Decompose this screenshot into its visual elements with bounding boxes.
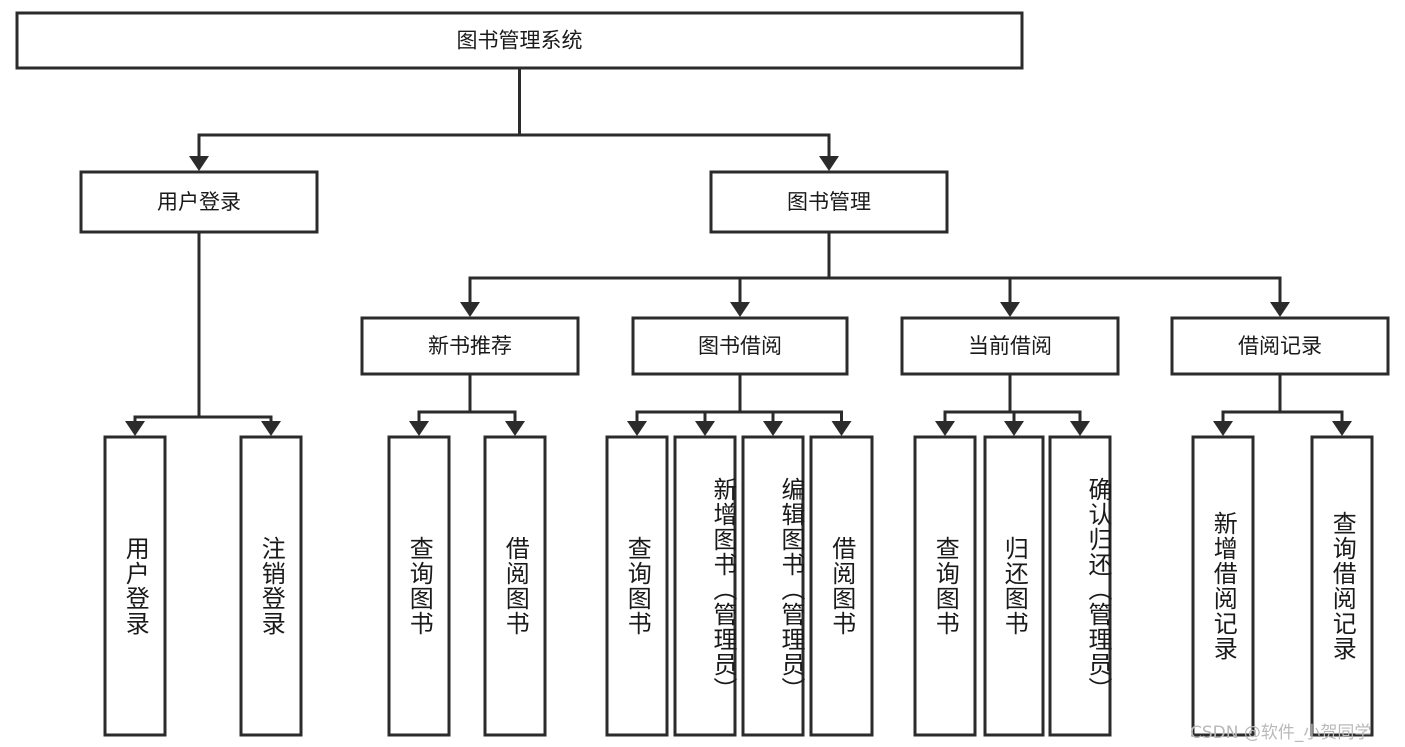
node-label-n-current: 当前借阅 bbox=[968, 334, 1052, 358]
node-l-bk-edit[interactable] bbox=[741, 435, 805, 737]
node-l-nb-borrow[interactable] bbox=[483, 435, 547, 737]
arrow-head-icon bbox=[1000, 302, 1020, 317]
arrow-head-icon bbox=[1213, 421, 1233, 436]
arrow-head-icon bbox=[189, 156, 209, 171]
node-l-cur-query[interactable] bbox=[913, 435, 977, 737]
node-n-new-book[interactable] bbox=[360, 316, 580, 376]
arrow-head-icon bbox=[125, 421, 145, 436]
arrow-head-icon bbox=[935, 421, 955, 436]
node-root[interactable] bbox=[15, 11, 1024, 70]
node-n-current[interactable] bbox=[900, 316, 1120, 376]
node-label-root: 图书管理系统 bbox=[457, 29, 583, 53]
node-l-rec-query[interactable] bbox=[1310, 435, 1374, 737]
arrow-head-icon bbox=[819, 156, 839, 171]
node-n-borrow[interactable] bbox=[631, 316, 849, 376]
arrow-head-icon bbox=[627, 421, 647, 436]
arrow-head-icon bbox=[1004, 421, 1024, 436]
node-label-n-borrow: 图书借阅 bbox=[698, 334, 782, 358]
node-n-user-login[interactable] bbox=[79, 170, 319, 234]
node-l-cur-return[interactable] bbox=[983, 435, 1045, 737]
node-n-book-manage[interactable] bbox=[709, 170, 949, 234]
node-label-n-user-login: 用户登录 bbox=[157, 190, 241, 214]
edge-group bbox=[125, 66, 1352, 436]
arrow-head-icon bbox=[831, 421, 852, 436]
node-l-bk-borrow[interactable] bbox=[809, 435, 874, 737]
node-label-n-new-book: 新书推荐 bbox=[428, 334, 512, 358]
arrow-head-icon bbox=[695, 421, 715, 436]
arrow-head-icon bbox=[1270, 302, 1290, 317]
arrow-head-icon bbox=[409, 421, 429, 436]
arrow-head-icon bbox=[763, 421, 783, 436]
arrow-head-icon bbox=[460, 302, 480, 317]
arrow-head-icon bbox=[261, 421, 281, 436]
arrow-head-icon bbox=[505, 421, 525, 436]
node-l-nb-query[interactable] bbox=[387, 435, 451, 737]
node-l-bk-add[interactable] bbox=[673, 435, 737, 737]
node-l-user-login[interactable] bbox=[103, 435, 167, 737]
csdn-watermark: CSDN @软件_小贺同学 bbox=[1190, 723, 1372, 743]
node-box-group bbox=[15, 11, 1390, 737]
arrow-head-icon bbox=[730, 302, 750, 317]
node-l-rec-add[interactable] bbox=[1191, 435, 1255, 737]
node-l-bk-query[interactable] bbox=[605, 435, 669, 737]
node-n-record[interactable] bbox=[1170, 316, 1390, 376]
node-label-n-record: 借阅记录 bbox=[1238, 334, 1322, 358]
arrow-head-icon bbox=[1332, 421, 1352, 436]
arrow-head-icon bbox=[1070, 421, 1090, 436]
node-l-cur-confirm[interactable] bbox=[1048, 435, 1112, 737]
node-label-n-book-manage: 图书管理 bbox=[787, 190, 871, 214]
node-l-user-logout[interactable] bbox=[239, 435, 303, 737]
